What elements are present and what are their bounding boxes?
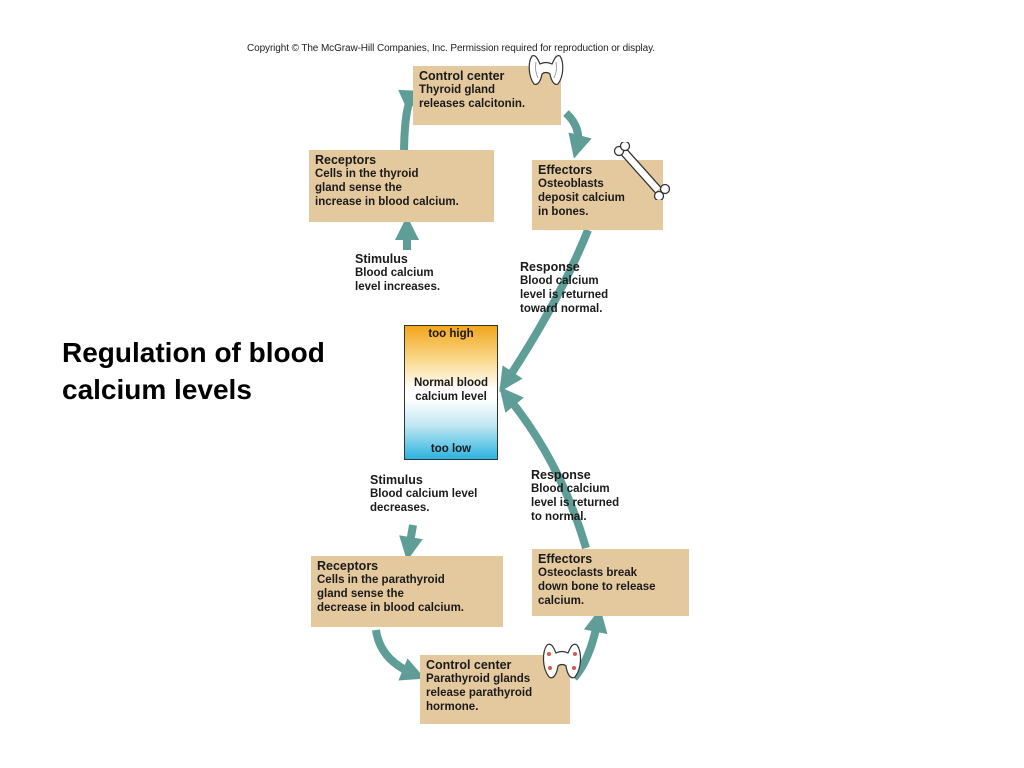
gauge-label-too-high: too high	[428, 328, 474, 340]
label-line: Blood calcium	[531, 483, 610, 495]
label-line: level is returned	[531, 497, 620, 509]
calcium-level-gauge: too high Normal blood calcium level too …	[404, 325, 498, 460]
box-line: calcium.	[538, 595, 585, 607]
box-line: in bones.	[538, 206, 589, 218]
arrow-receptors-to-control-low	[372, 629, 426, 681]
response-label-high: Response Blood calcium level is returned…	[520, 260, 608, 316]
box-heading: Control center	[426, 658, 512, 672]
box-line: deposit calcium	[538, 192, 625, 204]
box-line: gland sense the	[317, 588, 404, 600]
box-line: releases calcitonin.	[419, 98, 526, 110]
stimulus-label-increase: Stimulus Blood calcium level increases.	[355, 252, 440, 294]
box-line: down bone to release	[538, 581, 656, 593]
box-line: Thyroid gland	[419, 84, 496, 96]
control-center-box-parathyroid: Control center Parathyroid glands releas…	[420, 655, 570, 724]
response-label-low: Response Blood calcium level is returned…	[531, 468, 619, 524]
receptors-box-parathyroid: Receptors Cells in the parathyroid gland…	[311, 556, 503, 627]
gauge-normal-line: Normal blood	[413, 377, 489, 389]
stimulus-label-decrease: Stimulus Blood calcium level decreases.	[370, 473, 477, 515]
label-heading: Stimulus	[355, 252, 408, 266]
label-line: to normal.	[531, 511, 587, 523]
arrow-receptors-to-control-high	[398, 89, 425, 151]
arrow-control-to-effectors-high	[563, 110, 592, 159]
parathyroid-gland-icon	[542, 643, 582, 679]
box-line: increase in blood calcium.	[315, 196, 459, 208]
copyright-notice: Copyright © The McGraw-Hill Companies, I…	[247, 43, 655, 54]
box-heading: Control center	[419, 69, 505, 83]
box-line: Cells in the thyroid	[315, 168, 419, 180]
box-line: Cells in the parathyroid	[317, 574, 445, 586]
arrow-effectors-to-normal-high	[499, 228, 592, 393]
box-line: Parathyroid glands	[426, 673, 531, 685]
label-line: Blood calcium	[520, 275, 599, 287]
box-line: Osteoblasts	[538, 178, 604, 190]
box-heading: Receptors	[315, 153, 377, 167]
label-heading: Stimulus	[370, 473, 423, 487]
label-line: decreases.	[370, 502, 430, 514]
box-line: gland sense the	[315, 182, 402, 194]
label-line: toward normal.	[520, 303, 603, 315]
bone-icon	[613, 142, 670, 200]
gauge-label-normal: Normal blood calcium level	[405, 376, 497, 404]
label-line: Blood calcium level	[370, 488, 478, 500]
arrow-effectors-to-normal-low	[499, 386, 590, 550]
label-line: level is returned	[520, 289, 609, 301]
box-heading: Effectors	[538, 163, 593, 177]
slide-title: Regulation of blood calcium levels	[62, 337, 325, 405]
box-line: decrease in blood calcium.	[317, 602, 464, 614]
label-heading: Response	[520, 260, 580, 274]
label-heading: Response	[531, 468, 591, 482]
receptors-box-thyroid: Receptors Cells in the thyroid gland sen…	[309, 150, 494, 222]
box-heading: Receptors	[317, 559, 379, 573]
box-line: Osteoclasts break	[538, 567, 638, 579]
label-line: level increases.	[355, 281, 441, 293]
gauge-label-too-low: too low	[430, 443, 472, 455]
arrow-stimulus-to-receptors-low	[399, 524, 423, 561]
box-line: hormone.	[426, 701, 479, 713]
gauge-normal-line: calcium level	[415, 391, 487, 403]
effectors-box-osteoclasts: Effectors Osteoclasts break down bone to…	[532, 549, 689, 616]
label-line: Blood calcium	[355, 267, 434, 279]
thyroid-gland-icon	[528, 55, 564, 85]
box-line: release parathyroid	[426, 687, 533, 699]
box-heading: Effectors	[538, 552, 593, 566]
